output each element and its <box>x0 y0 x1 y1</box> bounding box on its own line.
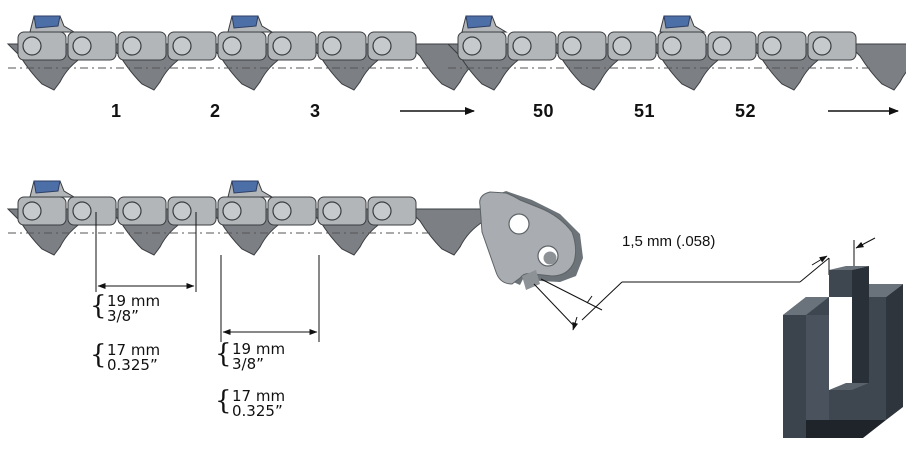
bar-groove-block <box>783 266 903 438</box>
rivet <box>812 36 832 56</box>
link-number-52: 52 <box>735 101 757 121</box>
rivet <box>512 36 532 56</box>
rivet <box>372 201 392 221</box>
pitch-dimension-right <box>220 255 320 342</box>
brace-pitch-right-alt: { <box>215 386 232 416</box>
link-number-50: 50 <box>533 101 555 121</box>
link-number-3: 3 <box>310 101 321 121</box>
cutter-edge <box>231 180 259 194</box>
brace-pitch-right-primary: { <box>215 339 232 369</box>
pitch-right-alt-inch: 0.325” <box>232 402 283 420</box>
rivet <box>22 201 42 221</box>
rivet <box>22 36 42 56</box>
drive-link-plate <box>479 191 603 328</box>
pitch-right-primary-inch: 3/8” <box>232 355 264 373</box>
chain-segment-top-left <box>6 15 500 91</box>
cutter-edge <box>465 15 493 29</box>
pitch-right-primary-mm: 19 mm <box>232 340 286 358</box>
drive-link-tooth <box>406 208 500 256</box>
pitch-dimension-left <box>95 212 197 292</box>
rivet <box>662 36 682 56</box>
rivet <box>562 36 582 56</box>
rivet <box>122 36 142 56</box>
pitch-left-primary-mm: 19 mm <box>107 292 161 310</box>
rivet <box>462 36 482 56</box>
chain-segment-top-right <box>446 15 906 91</box>
link-number-1: 1 <box>111 101 122 121</box>
rivet <box>712 36 732 56</box>
cutter-edge <box>33 15 61 29</box>
drive-link-tooth <box>846 43 906 91</box>
link-number-51: 51 <box>634 101 656 121</box>
brace-pitch-left-alt: { <box>90 340 107 370</box>
rivet <box>122 201 142 221</box>
rivet <box>272 201 292 221</box>
rivet <box>612 36 632 56</box>
rivet <box>322 201 342 221</box>
pitch-right-alt-mm: 17 mm <box>232 387 286 405</box>
pitch-left-alt-inch: 0.325” <box>107 356 158 374</box>
pitch-left-alt-mm: 17 mm <box>107 341 161 359</box>
rivet <box>222 201 242 221</box>
cutter-edge <box>33 180 61 194</box>
rivet <box>72 201 92 221</box>
rivet <box>762 36 782 56</box>
pitch-left-primary-inch: 3/8” <box>107 307 139 325</box>
rivet <box>172 36 192 56</box>
link-number-2: 2 <box>210 101 221 121</box>
rivet <box>272 36 292 56</box>
cutter-edge <box>231 15 259 29</box>
rivet <box>372 36 392 56</box>
rivet <box>222 36 242 56</box>
rivet <box>72 36 92 56</box>
rivet <box>172 201 192 221</box>
rivet <box>322 36 342 56</box>
cutter-edge <box>663 15 691 29</box>
gauge-label: 1,5 mm (.058) <box>622 233 716 250</box>
brace-pitch-left-primary: { <box>90 291 107 321</box>
chain-segment-bottom <box>6 180 500 256</box>
